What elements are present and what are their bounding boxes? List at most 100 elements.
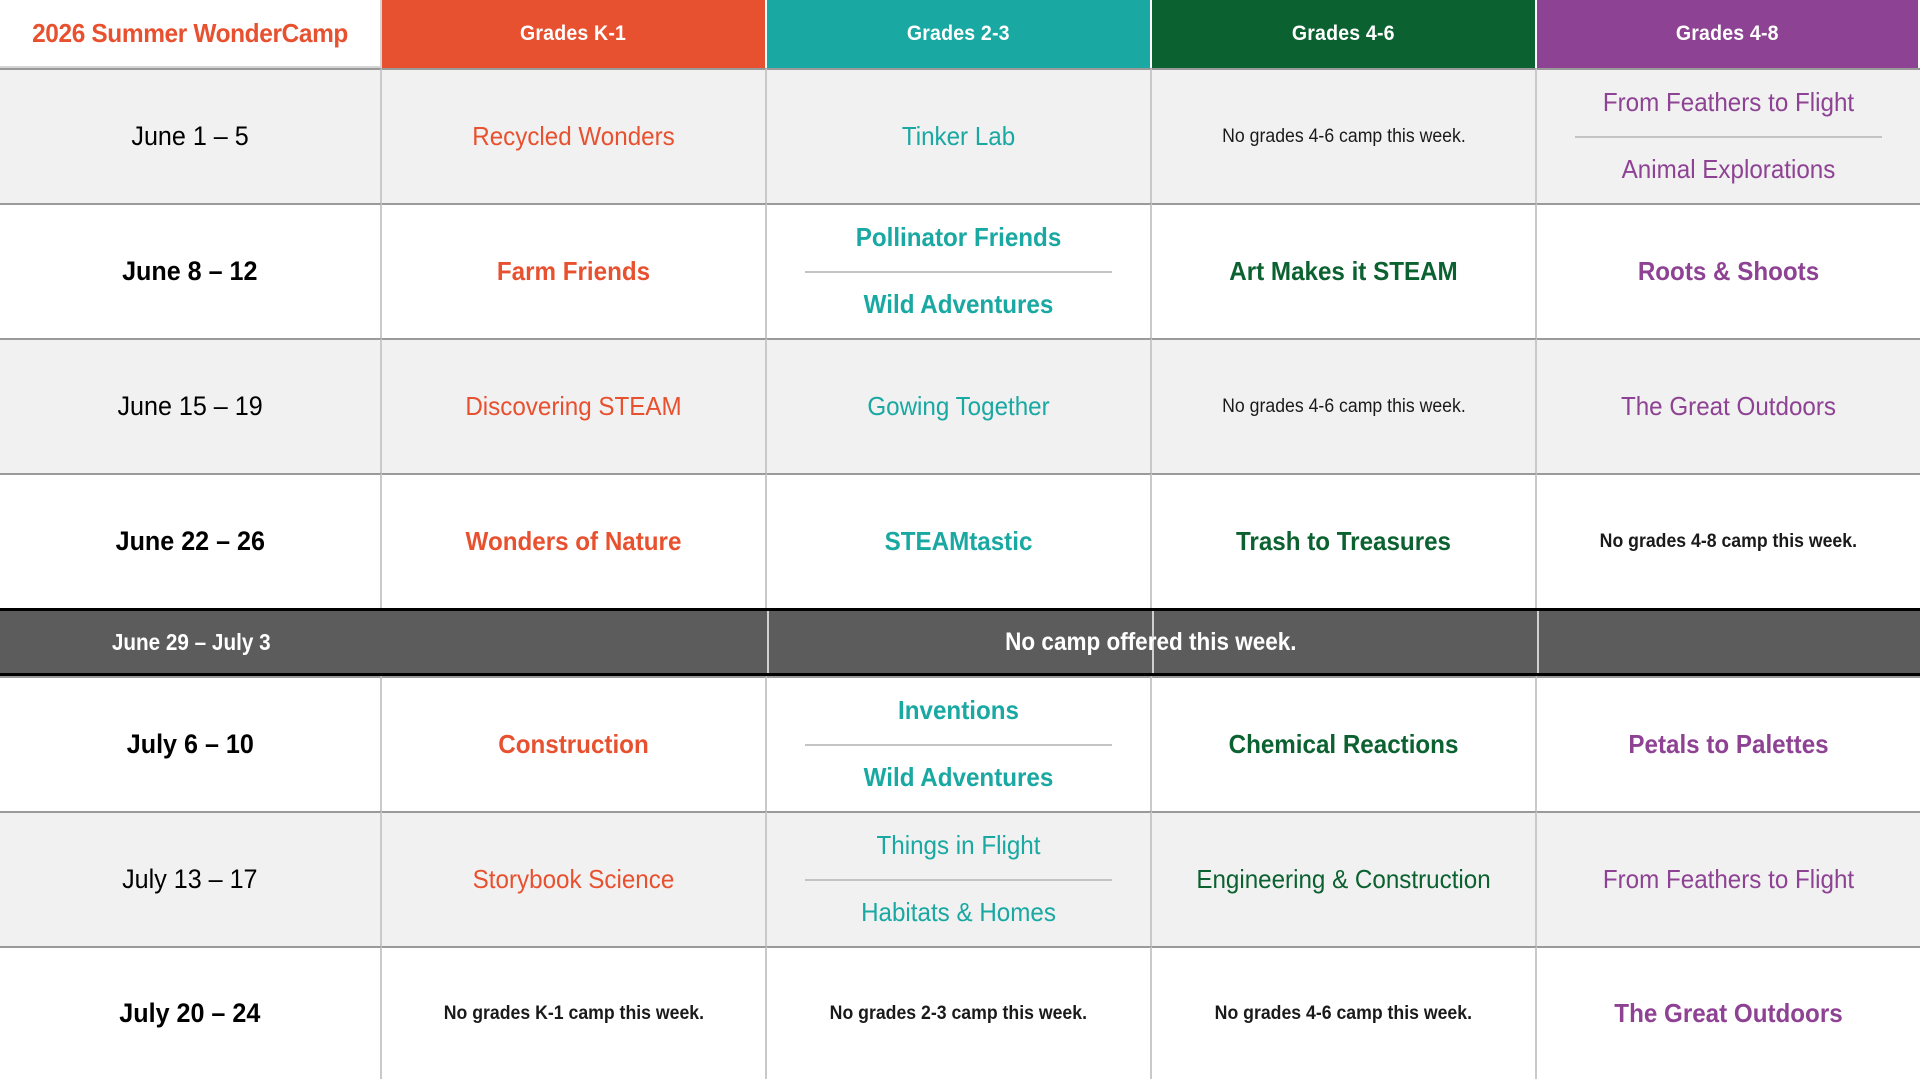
no-camp-week-label-cell: June 29 – July 3 bbox=[0, 608, 382, 676]
schedule-cell-grades-k-1[interactable]: Wonders of Nature bbox=[382, 473, 767, 608]
week-label-cell: July 6 – 10 bbox=[0, 676, 382, 811]
week-label: June 22 – 26 bbox=[115, 526, 265, 556]
course-name: From Feathers to Flight bbox=[1602, 863, 1855, 894]
cell-divider bbox=[805, 878, 1112, 881]
week-label-cell: June 15 – 19 bbox=[0, 338, 382, 473]
no-camp-week-label: June 29 – July 3 bbox=[111, 628, 271, 655]
column-tick bbox=[1152, 611, 1154, 673]
course-name: Chemical Reactions bbox=[1228, 728, 1459, 759]
course-name: Construction bbox=[498, 728, 649, 759]
no-camp-notice: No grades 4-6 camp this week. bbox=[1221, 395, 1466, 417]
schedule-cell-grades-2-3[interactable]: STEAMtastic bbox=[767, 473, 1152, 608]
course-name: Animal Explorations bbox=[1621, 154, 1836, 185]
course-name: Wild Adventures bbox=[863, 762, 1054, 793]
course-name: Engineering & Construction bbox=[1196, 863, 1491, 894]
course-name: Wonders of Nature bbox=[465, 525, 682, 556]
cell-divider bbox=[1575, 135, 1882, 138]
week-label-cell: June 22 – 26 bbox=[0, 473, 382, 608]
schedule-cell-grades-4-6[interactable]: No grades 4-6 camp this week. bbox=[1152, 946, 1537, 1079]
week-label: June 15 – 19 bbox=[117, 391, 263, 421]
column-header-label: Grades 4-6 bbox=[1292, 22, 1395, 45]
schedule-cell-grades-4-6[interactable]: Art Makes it STEAM bbox=[1152, 203, 1537, 338]
course-name: Pollinator Friends bbox=[855, 221, 1062, 252]
course-slot-bottom: Animal Explorations bbox=[1575, 138, 1882, 204]
schedule-cell-grades-4-6[interactable]: Chemical Reactions bbox=[1152, 676, 1537, 811]
course-name: The Great Outdoors bbox=[1614, 997, 1843, 1028]
no-camp-notice: No grades K-1 camp this week. bbox=[443, 1002, 704, 1024]
course-name: From Feathers to Flight bbox=[1602, 86, 1855, 117]
schedule-cell-grades-4-6[interactable]: No grades 4-6 camp this week. bbox=[1152, 338, 1537, 473]
schedule-cell-grades-4-6[interactable]: Engineering & Construction bbox=[1152, 811, 1537, 946]
schedule-cell-grades-2-3[interactable]: Gowing Together bbox=[767, 338, 1152, 473]
schedule-cell-grades-4-8[interactable]: From Feathers to Flight bbox=[1537, 811, 1920, 946]
no-camp-banner: No camp offered this week. bbox=[382, 608, 1920, 676]
column-tick bbox=[1537, 611, 1539, 673]
column-header-label: Grades 4-8 bbox=[1676, 22, 1779, 45]
course-name: Recycled Wonders bbox=[472, 120, 675, 151]
course-name: Things in Flight bbox=[876, 829, 1041, 860]
page-title: 2026 Summer WonderCamp bbox=[32, 17, 348, 48]
schedule-cell-grades-k-1[interactable]: No grades K-1 camp this week. bbox=[382, 946, 767, 1079]
schedule-cell-grades-2-3[interactable]: No grades 2-3 camp this week. bbox=[767, 946, 1152, 1079]
schedule-cell-grades-4-6[interactable]: No grades 4-6 camp this week. bbox=[1152, 68, 1537, 203]
no-camp-banner-message: No camp offered this week. bbox=[1005, 627, 1297, 656]
course-name: Wild Adventures bbox=[863, 289, 1054, 320]
column-header-grades-4-8[interactable]: Grades 4-8 bbox=[1537, 0, 1920, 68]
column-header-grades-k-1[interactable]: Grades K-1 bbox=[382, 0, 767, 68]
cell-divider bbox=[805, 270, 1112, 273]
course-slot-bottom: Wild Adventures bbox=[805, 273, 1112, 339]
course-slot-top: Pollinator Friends bbox=[805, 205, 1112, 271]
schedule-cell-grades-4-8[interactable]: The Great Outdoors bbox=[1537, 338, 1920, 473]
schedule-cell-grades-k-1[interactable]: Construction bbox=[382, 676, 767, 811]
schedule-cell-grades-4-8[interactable]: No grades 4-8 camp this week. bbox=[1537, 473, 1920, 608]
column-tick bbox=[767, 611, 769, 673]
schedule-cell-grades-2-3[interactable]: Tinker Lab bbox=[767, 68, 1152, 203]
course-name: Tinker Lab bbox=[901, 120, 1016, 151]
course-slot-bottom: Habitats & Homes bbox=[805, 881, 1112, 947]
course-name: Discovering STEAM bbox=[465, 390, 682, 421]
schedule-cell-grades-4-8[interactable]: Petals to Palettes bbox=[1537, 676, 1920, 811]
schedule-cell-grades-4-8[interactable]: The Great Outdoors bbox=[1537, 946, 1920, 1079]
week-label-cell: July 13 – 17 bbox=[0, 811, 382, 946]
week-label: June 1 – 5 bbox=[131, 121, 249, 151]
course-slot-top: From Feathers to Flight bbox=[1575, 70, 1882, 136]
column-header-grades-4-6[interactable]: Grades 4-6 bbox=[1152, 0, 1537, 68]
week-label: June 8 – 12 bbox=[122, 256, 258, 286]
course-name: Storybook Science bbox=[472, 863, 675, 894]
course-name: The Great Outdoors bbox=[1620, 390, 1837, 421]
week-label: July 20 – 24 bbox=[119, 998, 261, 1028]
course-slot-bottom: Wild Adventures bbox=[805, 746, 1112, 812]
course-name: Inventions bbox=[898, 694, 1019, 725]
schedule-title-cell: 2026 Summer WonderCamp bbox=[0, 0, 382, 68]
week-label-cell: July 20 – 24 bbox=[0, 946, 382, 1079]
course-name: Art Makes it STEAM bbox=[1229, 255, 1458, 286]
schedule-cell-grades-k-1[interactable]: Farm Friends bbox=[382, 203, 767, 338]
no-camp-notice: No grades 4-6 camp this week. bbox=[1214, 1002, 1473, 1024]
column-header-label: Grades K-1 bbox=[520, 22, 627, 45]
schedule-cell-grades-k-1[interactable]: Storybook Science bbox=[382, 811, 767, 946]
no-camp-notice: No grades 4-8 camp this week. bbox=[1599, 530, 1858, 552]
schedule-cell-grades-4-8[interactable]: Roots & Shoots bbox=[1537, 203, 1920, 338]
course-name: Petals to Palettes bbox=[1628, 728, 1829, 759]
column-header-label: Grades 2-3 bbox=[907, 22, 1010, 45]
week-label-cell: June 8 – 12 bbox=[0, 203, 382, 338]
no-camp-notice: No grades 2-3 camp this week. bbox=[829, 1002, 1088, 1024]
column-header-grades-2-3[interactable]: Grades 2-3 bbox=[767, 0, 1152, 68]
course-name: STEAMtastic bbox=[884, 525, 1033, 556]
course-slot-top: Inventions bbox=[805, 678, 1112, 744]
week-label-cell: June 1 – 5 bbox=[0, 68, 382, 203]
schedule-cell-grades-k-1[interactable]: Discovering STEAM bbox=[382, 338, 767, 473]
no-camp-notice: No grades 4-6 camp this week. bbox=[1221, 125, 1466, 147]
schedule-cell-grades-4-6[interactable]: Trash to Treasures bbox=[1152, 473, 1537, 608]
schedule-cell-grades-k-1[interactable]: Recycled Wonders bbox=[382, 68, 767, 203]
course-name: Habitats & Homes bbox=[861, 897, 1056, 928]
